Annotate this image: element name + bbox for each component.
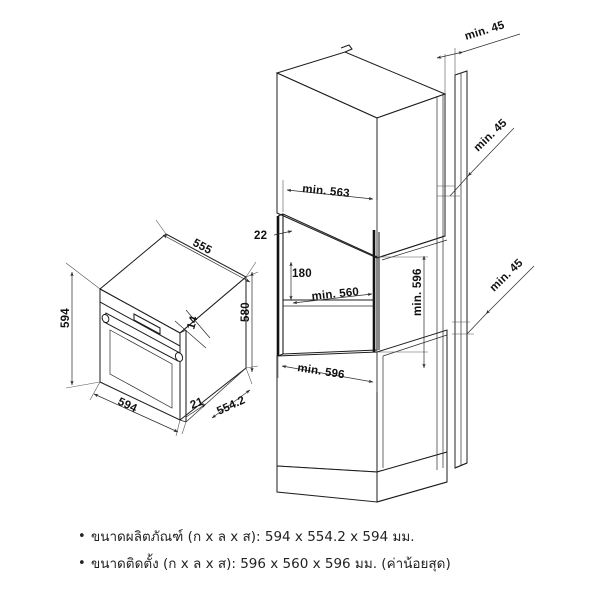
note-text-product-dimensions: ขนาดผลิตภัณฑ์ (ก x ล x ส): 594 x 554.2 x… [91, 529, 415, 545]
dim-min45-mid-leader [467, 127, 515, 177]
dim-14-leader-b [185, 309, 211, 339]
dim-min45-top-label: min. 45 [463, 19, 506, 43]
cabinet-plinth-front [276, 465, 378, 503]
side-panel-right-bottom [454, 462, 468, 469]
dim-580-label: 580 [240, 302, 252, 322]
ext-555-a [155, 219, 167, 235]
dim-min563-label: min. 563 [302, 183, 351, 200]
dim-min45-low-line [466, 309, 491, 335]
ext-594w-b [175, 419, 181, 437]
oven-display-window [133, 313, 161, 335]
dim-22-label: 22 [254, 230, 267, 242]
ext-594w-a [89, 381, 101, 401]
dim-594w-line [93, 393, 179, 433]
dim-min560-label: min. 560 [311, 286, 360, 303]
dim-min596h-label: min. 596 [412, 268, 424, 316]
ext-594h-a [65, 262, 101, 290]
cabinet-niche-top-inner-2 [381, 239, 448, 261]
dim-5542-label: 554.2 [215, 394, 247, 417]
dim-min596w-line [281, 365, 374, 383]
cabinet-assembly [275, 44, 468, 503]
oven-frame-right-bottom [179, 419, 187, 423]
cabinet-plinth-bottom-edge [376, 481, 448, 503]
specification-notes: • ขนาดผลิตภัณฑ์ (ก x ล x ส): 594 x 554.2… [78, 528, 578, 582]
dim-594h-label: 594 [60, 308, 72, 328]
note-bullet-icon: • [78, 556, 86, 572]
dim-14-label: 14 [185, 314, 200, 330]
dim-min45-low-leader [485, 265, 535, 315]
note-bullet-icon: • [78, 529, 86, 544]
dim-180-label: 180 [292, 268, 312, 280]
cabinet-lower-inner-top [382, 334, 448, 357]
oven-handle-end-left [101, 313, 110, 324]
oven-frame-right-top [179, 329, 187, 334]
dim-22-leader [273, 230, 293, 236]
dim-min45-mid-line [449, 171, 473, 197]
dim-5542-line [211, 389, 251, 419]
dim-min45-top-line [436, 51, 464, 59]
ext-5542-a [245, 367, 253, 385]
niche-stile-top-cap [277, 213, 284, 217]
oven-assembly [99, 233, 247, 423]
dim-min45-low-label: min. 45 [488, 257, 526, 294]
dim-min45-mid-label: min. 45 [472, 117, 510, 154]
note-item-installation-dimensions: • ขนาดติดตั้ง (ก x ล x ส): 596 x 560 x 5… [78, 555, 578, 573]
dim-555-line [162, 234, 251, 283]
ext-594h-b [65, 381, 101, 389]
cabinet-side-upper-face [376, 93, 446, 259]
dim-14-leader-a [174, 320, 207, 349]
cabinet-niche-top-inner [376, 235, 446, 259]
ext-21-a [181, 421, 187, 435]
cabinet-side-lower-face [376, 329, 448, 473]
cabinet-top-tab [340, 44, 353, 53]
dim-21-line [185, 403, 207, 418]
dim-min563-line [286, 188, 374, 201]
dim-min45-top-leader [462, 33, 521, 53]
dim-min560-line [292, 292, 373, 305]
dim-21-label: 21 [189, 396, 206, 412]
oven-handle-end-right [174, 352, 184, 362]
note-text-installation-dimensions: ขนาดติดตั้ง (ก x ล x ส): 596 x 560 x 596… [91, 556, 451, 573]
note-item-product-dimensions: • ขนาดผลิตภัณฑ์ (ก x ล x ส): 594 x 554.2… [78, 528, 578, 546]
